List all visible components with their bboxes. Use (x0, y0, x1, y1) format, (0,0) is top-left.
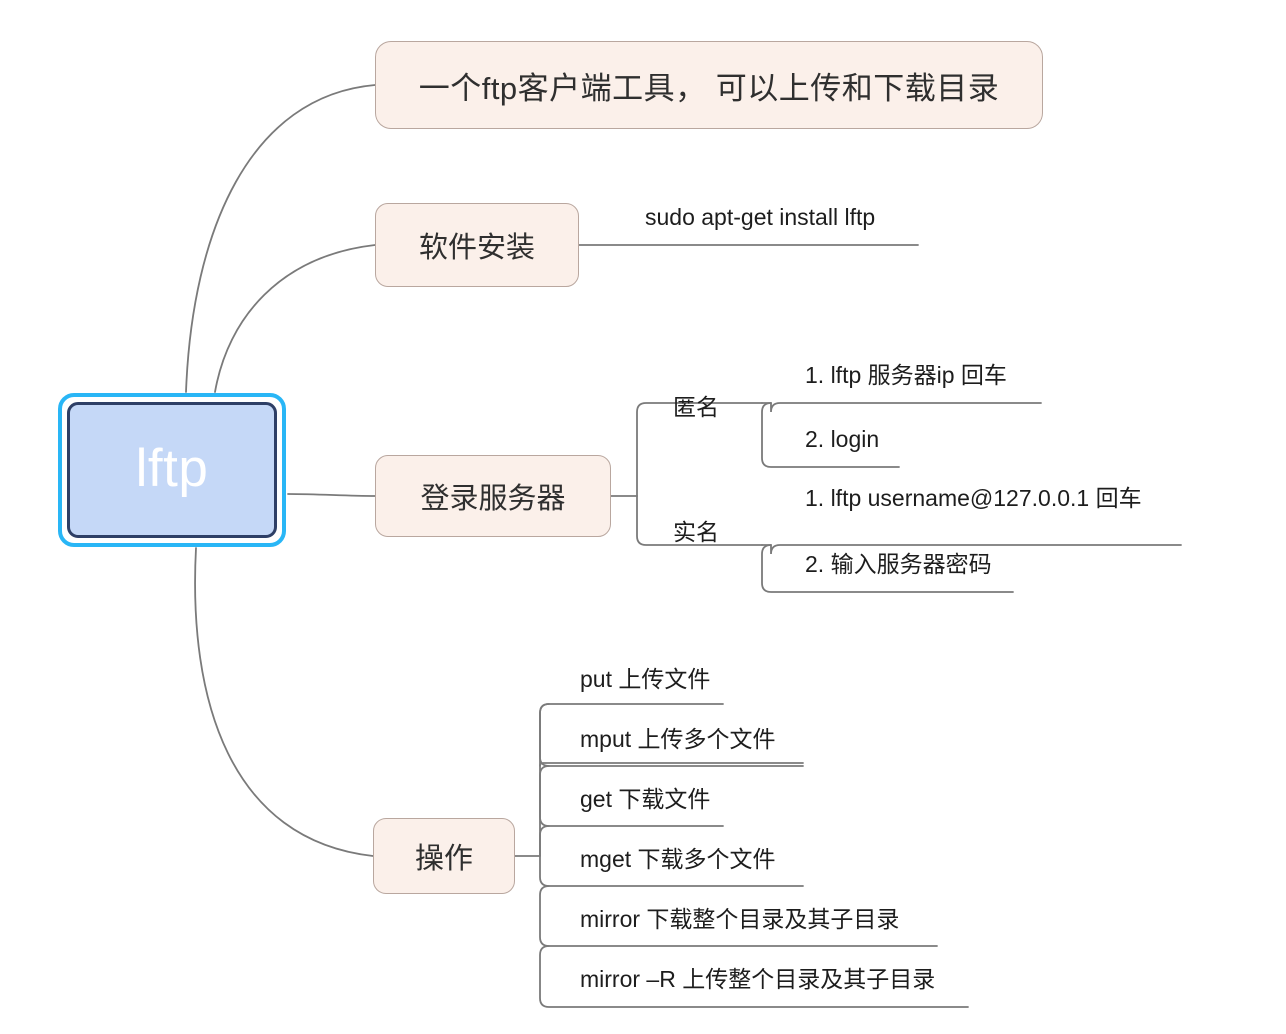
leaf-op-mirror[interactable]: mirror 下载整个目录及其子目录 (580, 906, 900, 932)
wire-ops-elbow1 (540, 755, 549, 764)
leaf-op-mirror-r[interactable]: mirror –R 上传整个目录及其子目录 (580, 966, 936, 992)
leaf-real-step2[interactable]: 2. 输入服务器密码 (805, 551, 992, 577)
leaf-real-step1[interactable]: 1. lftp username@127.0.0.1 回车 (805, 485, 1142, 511)
wire-root-install (214, 244, 376, 393)
wire-anon-item0-underline (770, 402, 1042, 413)
wire-root-login (287, 493, 376, 497)
branch-label-operations: 操作 (414, 843, 473, 875)
leaf-install-command[interactable]: sudo apt-get install lftp (645, 204, 876, 230)
root-node[interactable]: lftp (58, 393, 286, 547)
root-node-inner: lftp (67, 402, 277, 538)
leaf-anon-step2[interactable]: 2. login (805, 426, 880, 452)
branch-label-description: 一个ftp客户端工具， 可以上传和下载目录 (418, 70, 1000, 106)
wire-root-ops (194, 547, 374, 857)
root-node-label: lftp (135, 438, 209, 498)
leaf-op-put[interactable]: put 上传文件 (580, 666, 711, 692)
branch-node-description[interactable]: 一个ftp客户端工具， 可以上传和下载目录 (375, 41, 1043, 129)
group-label-realname[interactable]: 实名 (673, 519, 719, 545)
branch-node-operations[interactable]: 操作 (373, 818, 515, 894)
leaf-op-get[interactable]: get 下载文件 (580, 786, 711, 812)
wire-ops-item1-underline (539, 762, 804, 767)
leaf-op-mput[interactable]: mput 上传多个文件 (580, 726, 776, 752)
leaf-anon-step1[interactable]: 1. lftp 服务器ip 回车 (805, 362, 1007, 388)
branch-node-install[interactable]: 软件安装 (375, 203, 579, 287)
branch-node-login[interactable]: 登录服务器 (375, 455, 611, 537)
wire-root-desc (185, 84, 376, 393)
leaf-op-mget[interactable]: mget 下载多个文件 (580, 846, 776, 872)
branch-label-login: 登录服务器 (420, 483, 566, 515)
group-label-anonymous[interactable]: 匿名 (673, 394, 719, 420)
branch-label-install: 软件安装 (418, 232, 535, 264)
